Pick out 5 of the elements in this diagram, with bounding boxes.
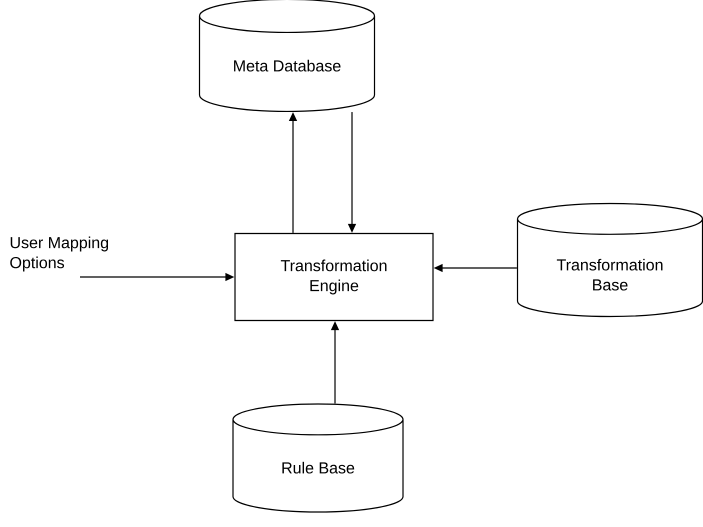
database-cylinder: Meta Database <box>198 0 376 112</box>
database-cylinder: Transformation Base <box>516 202 703 318</box>
database-cylinder: Rule Base <box>232 403 404 513</box>
process-box: Transformation Engine <box>234 232 434 322</box>
input-label: User Mapping Options <box>10 236 108 272</box>
